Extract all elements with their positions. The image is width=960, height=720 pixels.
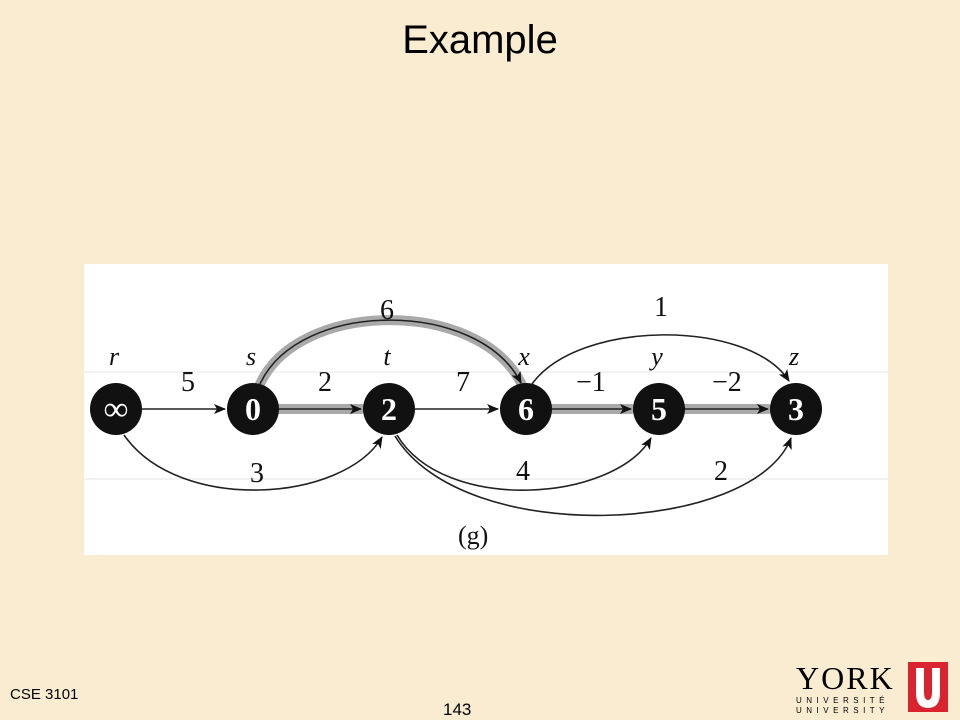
edge-s-x [259, 319, 522, 385]
edge-t-z [394, 435, 792, 517]
node-label-s: s [246, 342, 256, 371]
node-value-r: ∞ [104, 391, 128, 428]
edge-t-y [396, 434, 652, 491]
logo-line-english: UNIVERSITY [796, 706, 890, 715]
edge-weight-s-t: 2 [318, 367, 332, 398]
node-value-y: 5 [651, 391, 667, 427]
node-z [770, 383, 822, 435]
node-value-t: 2 [381, 391, 397, 427]
page-number: 143 [443, 700, 472, 719]
edge-weight-x-z: 1 [654, 292, 668, 323]
node-value-x: 6 [518, 391, 534, 427]
node-label-y: y [648, 342, 663, 371]
edge-weight-r-s: 5 [181, 367, 195, 398]
york-u-mark-icon [908, 662, 948, 712]
graph-svg: ∞ 0 2 6 5 3 5 2 7 −1 −2 6 1 3 4 2 r s t x y z (g) [84, 292, 888, 550]
figure-caption: (g) [458, 521, 488, 550]
node-t [363, 383, 415, 435]
slide-title: Example [402, 18, 558, 62]
node-label-x: x [517, 342, 530, 371]
edge-weight-t-z: 2 [714, 456, 728, 487]
node-label-t: t [383, 342, 391, 371]
node-x [500, 383, 552, 435]
edge-weight-s-x: 6 [380, 295, 394, 326]
edge-weight-r-t: 3 [250, 458, 264, 489]
edge-x-z [531, 334, 790, 385]
edge-weight-x-y: −1 [576, 367, 606, 398]
course-label: CSE 3101 [10, 686, 79, 703]
node-r [90, 383, 142, 435]
edge-r-t [123, 434, 383, 491]
node-label-z: z [788, 342, 799, 371]
node-value-z: 3 [788, 391, 804, 427]
graph-figure: ∞ 0 2 6 5 3 5 2 7 −1 −2 6 1 3 4 2 r s t x y z (g) [84, 264, 888, 555]
edge-weight-y-z: −2 [712, 367, 742, 398]
logo-word: YORK [796, 660, 895, 696]
edge-weight-t-x: 7 [456, 367, 470, 398]
node-s [227, 383, 279, 435]
node-y [633, 383, 685, 435]
node-label-r: r [109, 342, 120, 371]
logo-line-french: UNIVERSITÉ [796, 696, 890, 705]
york-logo: YORK UNIVERSITÉ UNIVERSITY [790, 660, 950, 715]
edge-weight-t-y: 4 [516, 456, 530, 487]
node-value-s: 0 [245, 391, 261, 427]
